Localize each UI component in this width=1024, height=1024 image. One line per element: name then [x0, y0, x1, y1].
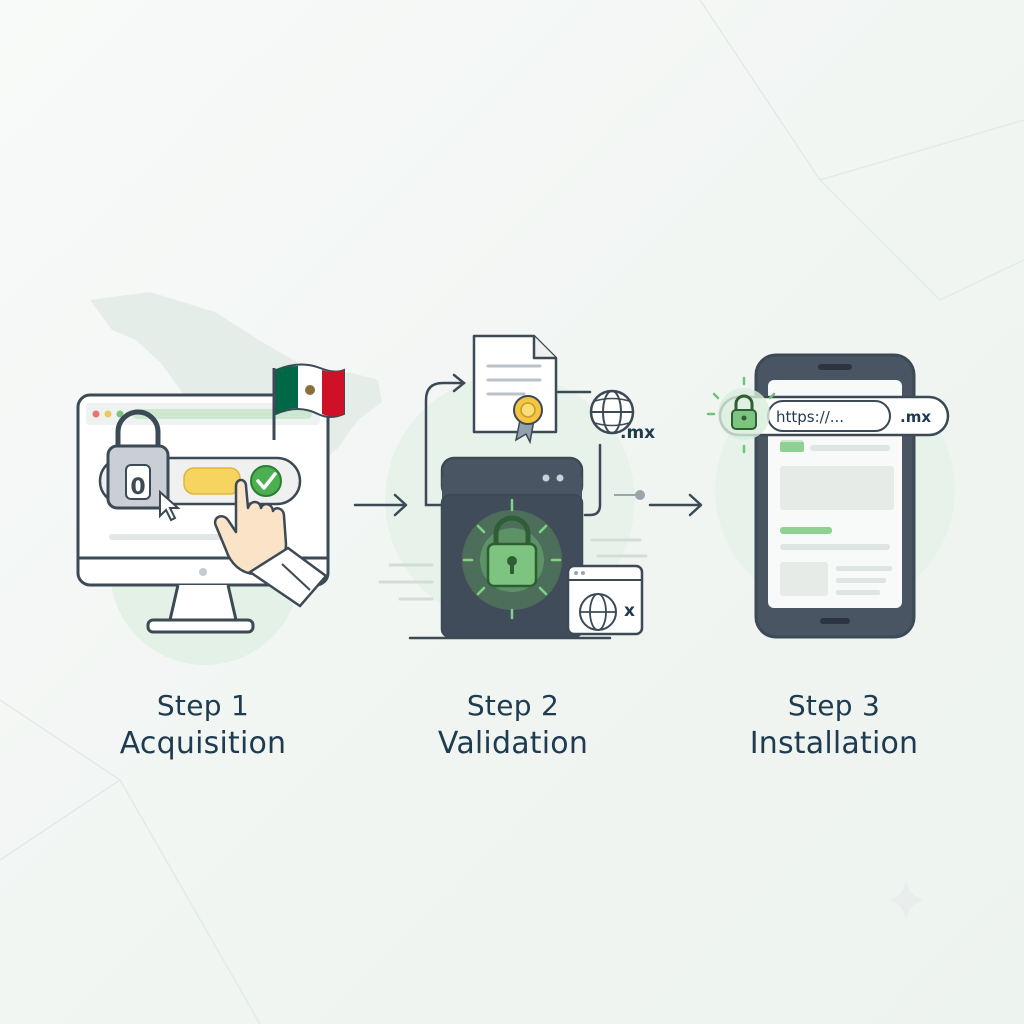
pointing-hand-icon	[213, 478, 328, 608]
step-2-number: Step 2	[466, 689, 560, 722]
padlock-icon: 0	[106, 409, 170, 510]
browser-window-icon: x	[566, 564, 644, 636]
step-1-number: Step 1	[156, 689, 250, 722]
arrow-right-icon	[353, 493, 408, 517]
side-connector-dot	[635, 490, 645, 500]
server-padlock-icon	[486, 515, 538, 588]
step-2-name: Validation	[437, 726, 589, 761]
cursor-icon	[159, 489, 181, 522]
step-3-name: Installation	[749, 726, 919, 761]
step-1-name: Acquisition	[119, 726, 287, 761]
step-3-number: Step 3	[787, 689, 881, 722]
step-1-label: Step 1 Acquisition	[53, 688, 353, 764]
padlock-key-char: 0	[130, 475, 145, 500]
globe-tld-label: .mx	[620, 423, 655, 443]
address-bar: https://... .mx	[718, 395, 950, 437]
step-3-label: Step 3 Installation	[684, 688, 984, 764]
sparkle-icon	[888, 880, 924, 920]
url-text: https://...	[776, 408, 844, 426]
certificate-icon	[472, 334, 558, 434]
url-tld: .mx	[900, 408, 931, 426]
arrow-right-icon-2	[648, 493, 703, 517]
check-icon	[250, 465, 282, 497]
mexico-flag-icon	[272, 363, 345, 440]
award-seal-icon	[513, 395, 543, 445]
error-mark: x	[624, 601, 635, 621]
globe-icon: .mx	[589, 389, 655, 443]
flow-connectors	[424, 373, 602, 517]
url-padlock-icon	[706, 376, 776, 454]
step-2-label: Step 2 Validation	[363, 688, 663, 764]
side-decorations	[378, 538, 648, 601]
